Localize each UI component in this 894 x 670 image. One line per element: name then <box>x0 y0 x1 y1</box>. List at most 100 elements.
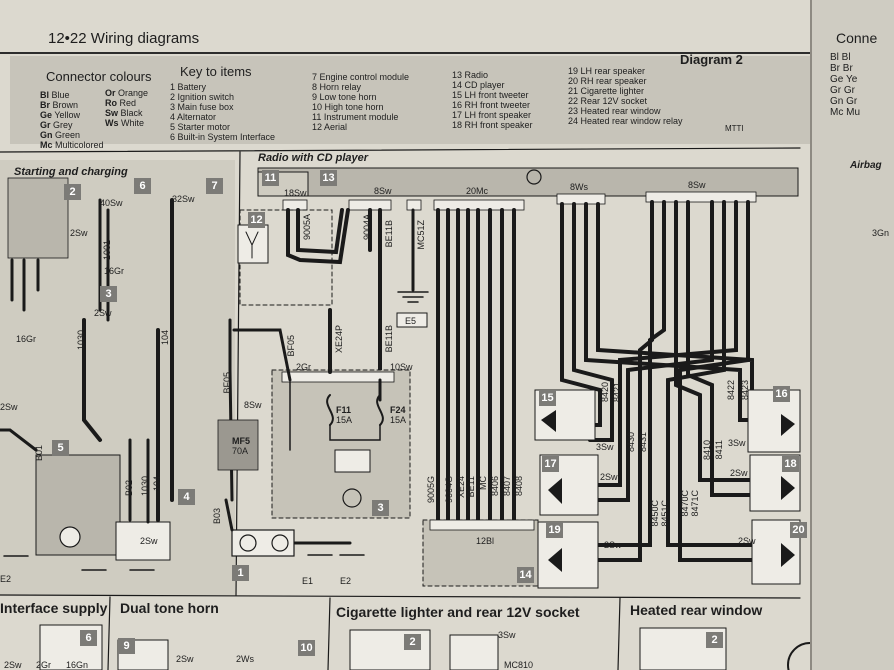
badge-20: 20 <box>790 522 807 538</box>
page-title: 12•22 Wiring diagrams <box>48 30 200 47</box>
wire-104: 104 <box>152 476 162 492</box>
badge-11: 11 <box>262 170 279 186</box>
diagram-code: MTTI <box>725 124 744 133</box>
wire-b03: B03 <box>212 508 222 525</box>
wire-8410: 8410 <box>702 440 712 461</box>
section-radio: Radio with CD player <box>258 152 369 164</box>
wire-1030-b: 1030 <box>76 330 86 351</box>
badge-heated-2: 2 <box>706 632 723 648</box>
label-8ws: 8Ws <box>570 182 588 192</box>
label-12bl: 12Bl <box>476 536 495 546</box>
label-16gr-b: 16Gr <box>16 334 37 344</box>
badge-10: 10 <box>298 640 315 656</box>
adjacent-airbag: Airbag <box>850 160 882 171</box>
badge-3-left: 3 <box>100 286 117 302</box>
label-2sw-h: 2Sw <box>738 536 756 546</box>
badge-12: 12 <box>248 212 265 228</box>
wire-bf05: BF05 <box>286 335 296 357</box>
label-2gr: 2Gr <box>296 362 312 372</box>
label-3sw-a: 3Sw <box>596 442 614 452</box>
badge-interface: 6 <box>80 630 97 646</box>
label-2sw-j: 2Sw <box>176 654 194 664</box>
wiring-diagram <box>0 147 810 670</box>
label-2sw-f: 2Sw <box>730 468 748 478</box>
label-2gr-b: 2Gr <box>36 660 52 670</box>
wire-8430: 8430 <box>626 432 636 453</box>
section-interface: Interface supply <box>0 600 108 616</box>
wire-b01: B01 <box>34 445 44 462</box>
label-f11-amp: 15A <box>336 415 353 425</box>
label-16gr: 16Gr <box>104 266 125 276</box>
label-3sw-c: 3Sw <box>498 630 516 640</box>
colour-list-a: Bl Blue Br Brown Ge Yellow Gr Grey Gn Gr… <box>40 90 104 150</box>
badge-19: 19 <box>546 522 563 538</box>
label-f11: F11 <box>336 405 352 415</box>
badge-1: 1 <box>232 565 249 581</box>
badge-13: 13 <box>320 170 337 186</box>
badge-16: 16 <box>773 386 790 402</box>
badge-2: 2 <box>64 184 81 200</box>
wire-8422: 8422 <box>726 380 736 401</box>
label-e1: E1 <box>302 576 314 586</box>
badge-15: 15 <box>539 390 556 406</box>
label-10sw: 10Sw <box>390 362 413 372</box>
badge-3: 3 <box>372 500 389 516</box>
wire-9005a: 9005A <box>302 214 312 241</box>
label-f24-amp: 15A <box>390 415 407 425</box>
wire-xe24p: XE24P <box>334 325 344 354</box>
adjacent-3gn: 3Gn <box>872 228 890 238</box>
label-e2-left: E2 <box>0 574 12 584</box>
badge-9: 9 <box>118 638 135 654</box>
label-2sw-i: 2Sw <box>4 660 22 670</box>
colour-list-b: Or Orange Ro Red Sw Black Ws White <box>105 88 149 128</box>
badge-17: 17 <box>542 456 559 472</box>
wire-8407: 8407 <box>502 476 512 497</box>
section-heated: Heated rear window <box>630 602 763 618</box>
label-mf5: MF5 <box>232 436 250 446</box>
badge-7: 7 <box>206 178 223 194</box>
wire-8470c: 8470C <box>680 490 690 517</box>
wire-8471c: 8471C <box>690 490 700 517</box>
header-rule <box>0 52 810 54</box>
label-16gn: 16Gn <box>66 660 89 670</box>
manual-page: 12•22 Wiring diagrams Connector colours … <box>0 0 810 670</box>
wire-bf05-b: BF05 <box>222 372 232 394</box>
wire-mc51z: MC51Z <box>416 220 426 250</box>
wire-1001: 1001 <box>102 240 112 261</box>
wire-8423: 8423 <box>740 380 750 401</box>
diagram-title: Diagram 2 <box>680 52 743 67</box>
wire-104-b: 104 <box>160 330 170 346</box>
wire-1030: 1030 <box>140 476 150 497</box>
label-3sw-b: 3Sw <box>728 438 746 448</box>
label-e2: E2 <box>340 576 352 586</box>
wire-9004g: 9004G <box>444 476 454 504</box>
label-2sw-g: 2Sw <box>604 540 622 550</box>
label-mc810: MC810 <box>504 660 534 670</box>
badge-14: 14 <box>517 567 534 583</box>
wire-8451c: 8451C <box>660 500 670 527</box>
badge-4: 4 <box>178 489 195 505</box>
connector-colours-title: Connector colours <box>46 69 152 84</box>
badge-5: 5 <box>52 440 69 456</box>
section-horn: Dual tone horn <box>120 600 219 616</box>
wire-be11b: BE11B <box>384 220 394 248</box>
wire-be11b-b: BE11B <box>384 325 394 353</box>
wire-8450c: 8450C <box>650 500 660 527</box>
wire-8420: 8420 <box>600 382 610 403</box>
label-2ws: 2Ws <box>236 654 254 664</box>
wire-8406: 8406 <box>490 476 500 497</box>
wire-8411: 8411 <box>714 440 724 460</box>
label-2sw-a: 2Sw <box>70 228 88 238</box>
section-starting: Starting and charging <box>14 166 128 178</box>
label-e5: E5 <box>405 316 417 326</box>
badge-18: 18 <box>782 456 799 472</box>
label-2sw-d: 2Sw <box>140 536 158 546</box>
wire-9005g: 9005G <box>426 476 436 504</box>
label-8sw: 8Sw <box>374 186 392 196</box>
